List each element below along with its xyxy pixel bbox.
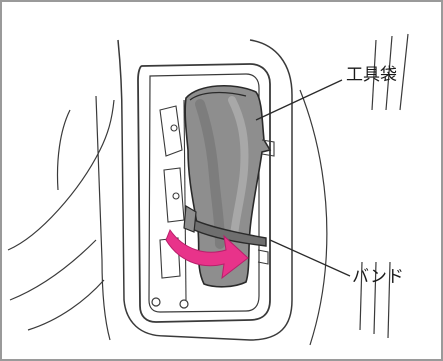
leader-band bbox=[270, 240, 350, 276]
background-body-left bbox=[8, 96, 114, 340]
band-label: バンド bbox=[352, 269, 404, 286]
tool-bag-label: 工具袋 bbox=[346, 67, 397, 84]
